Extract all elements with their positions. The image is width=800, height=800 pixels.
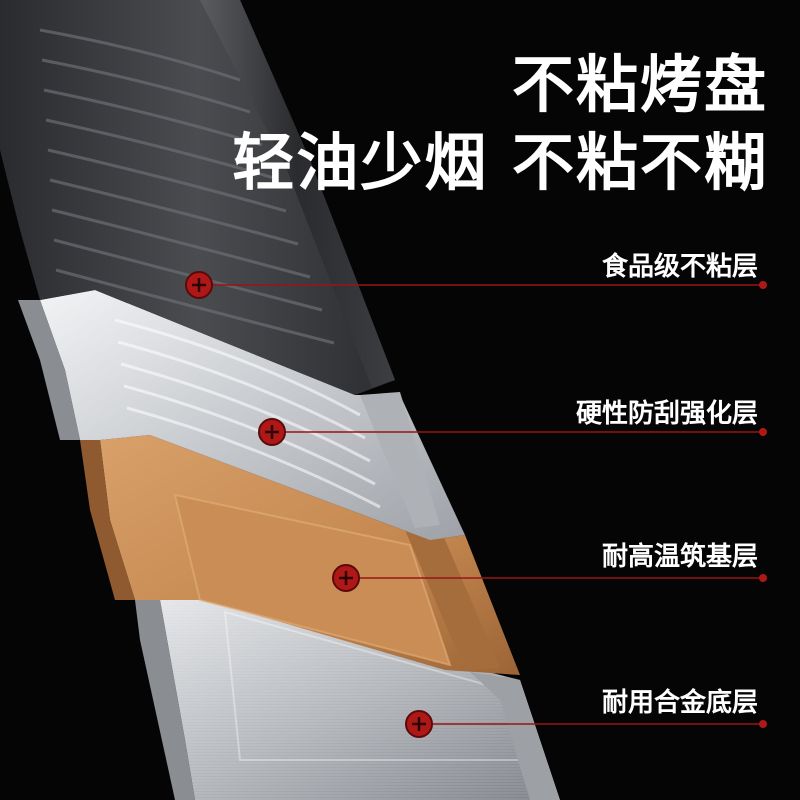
layer-label-hard: 硬性防刮强化层 (575, 399, 758, 429)
layer-label-alloy: 耐用合金底层 (601, 688, 758, 718)
alloy-base-layer (135, 600, 560, 800)
layer-label-heat: 耐高温筑基层 (601, 542, 758, 572)
headline-title: 不粘烤盘 (511, 48, 768, 121)
layer-label-nonstick: 食品级不粘层 (601, 252, 758, 282)
layer-marker-1 (258, 418, 286, 446)
hard-scratch-resistant-layer (18, 290, 465, 540)
layer-marker-0 (185, 271, 213, 299)
layer-marker-3 (405, 710, 433, 738)
heat-resistant-layer (80, 435, 520, 675)
nonstick-coating-layer (0, 0, 395, 395)
headline-subtitle: 轻油少烟 不粘不糊 (232, 126, 768, 199)
leader-lines (199, 284, 763, 725)
leader-endpoints (759, 281, 767, 728)
layer-marker-2 (332, 564, 360, 592)
